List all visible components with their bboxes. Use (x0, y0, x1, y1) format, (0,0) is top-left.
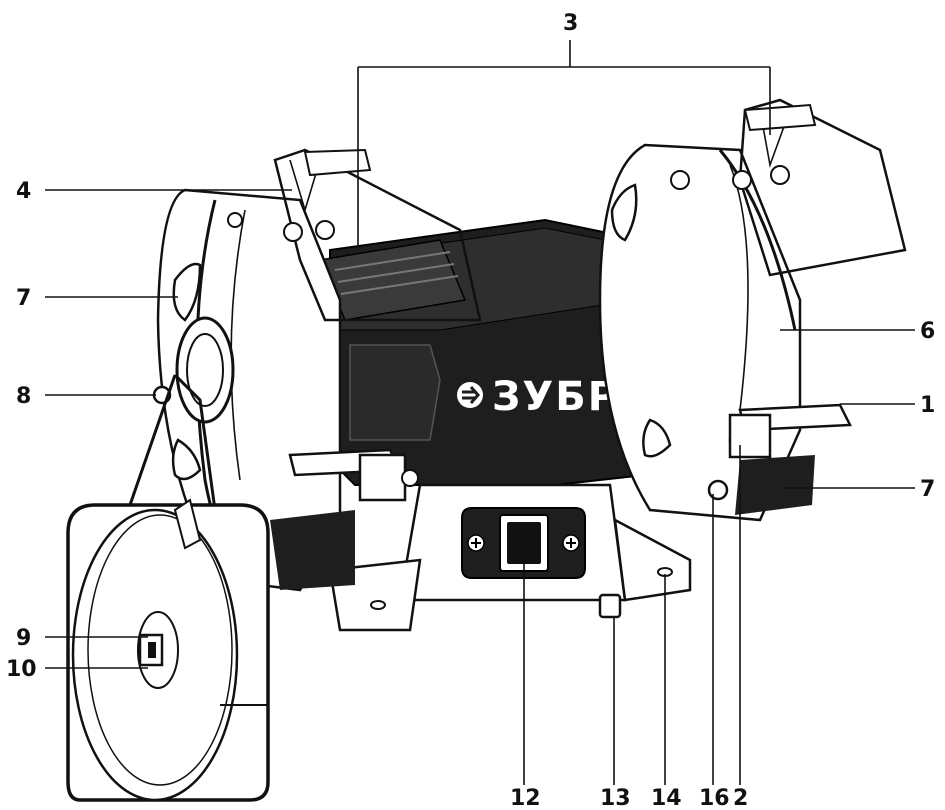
power-switch (461, 507, 586, 579)
right-eye-shield (732, 98, 907, 277)
callout-10: 10 (6, 657, 37, 682)
callout-8: 8 (16, 384, 31, 409)
switch-rocker (507, 522, 541, 564)
right-tool-rest (728, 403, 852, 459)
callout-12: 12 (510, 786, 541, 810)
callout-3: 3 (563, 11, 578, 36)
callout-4: 4 (16, 179, 31, 204)
inset-detail (66, 373, 270, 802)
rubber-foot (598, 593, 622, 619)
brand-logo: ЗУБР (457, 374, 619, 420)
callout-9: 9 (16, 626, 31, 651)
callout-7-right: 7 (920, 477, 935, 502)
brand-logo-text: ЗУБР (492, 374, 619, 420)
callout-16: 16 (699, 786, 730, 810)
left-wheel-guard (152, 188, 342, 592)
callout-labels: 3 4 7 8 9 10 6 1 7 12 13 14 16 2 (6, 11, 935, 810)
callout-6: 6 (920, 319, 935, 344)
left-eye-shield (273, 148, 482, 322)
right-grinding-wheel (735, 455, 815, 515)
callout-13: 13 (600, 786, 631, 810)
left-tool-rest (288, 448, 419, 502)
callout-lines (45, 40, 915, 785)
callout-1: 1 (920, 393, 935, 418)
callout-7-left: 7 (16, 286, 31, 311)
left-grinding-wheel-edge (270, 510, 355, 590)
flange-bolt (707, 479, 729, 501)
callout-2: 2 (733, 786, 748, 810)
callout-14: 14 (651, 786, 682, 810)
